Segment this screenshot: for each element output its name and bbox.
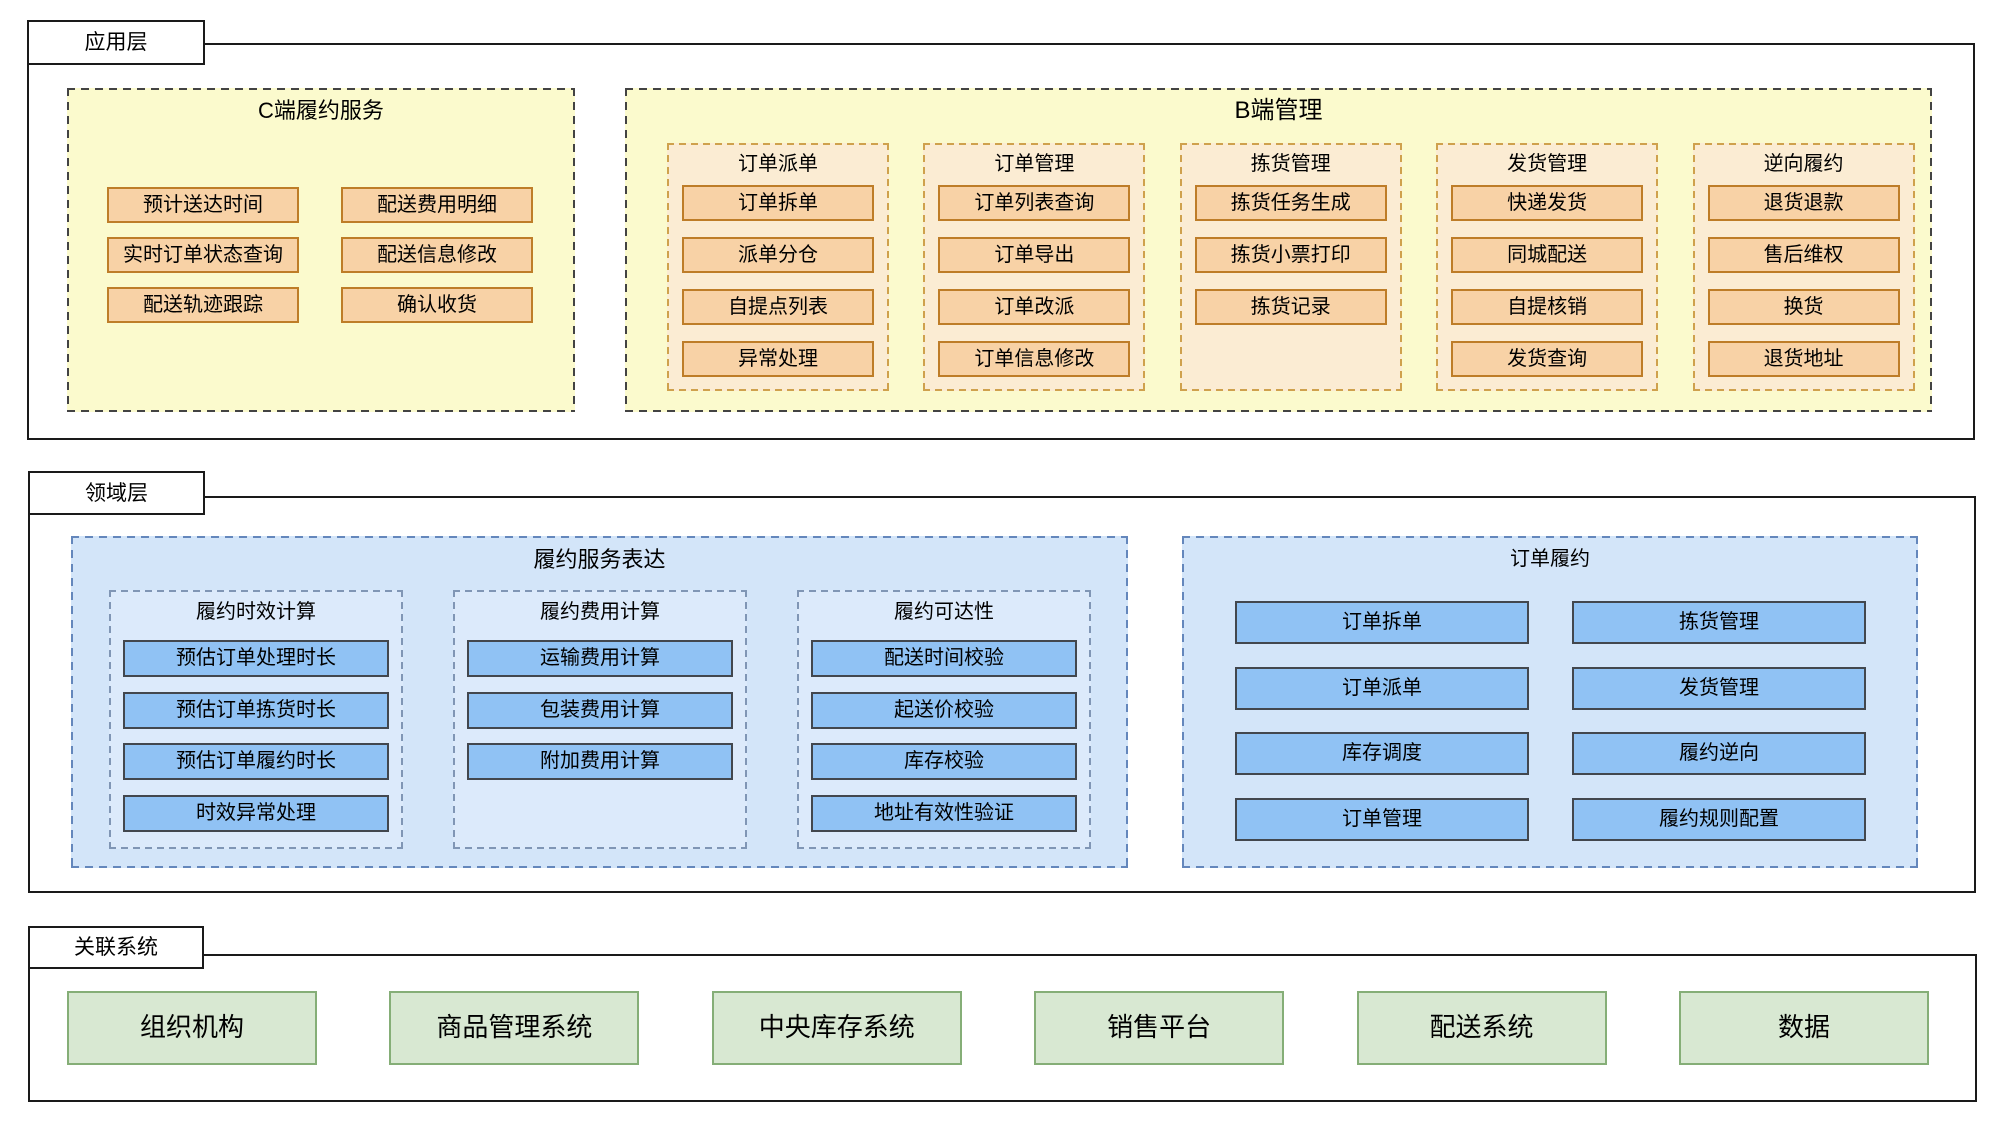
domain-item: 包装费用计算 [467,691,733,729]
order-fulfillment-item: 订单管理 [1235,797,1529,841]
layer-box-application: C端履约服务 预计送达时间 配送费用明细实时订单状态查询 配送信息修改配送轨迹跟踪 确… [27,43,1975,440]
layer-tab-application: 应用层 [27,20,205,65]
b-side-item: 拣货小票打印 [1194,237,1387,273]
subgroup-shipping-management: 发货管理 快递发货同城配送自提核销发货查询 [1436,143,1658,391]
subgroup-fulfillment-time-calc: 履约时效计算 预估订单处理时长预估订单拣货时长预估订单履约时长时效异常处理 [109,590,403,849]
subgroup-title-fulfillment-time-calc: 履约时效计算 [196,601,316,623]
b-side-item: 退货地址 [1707,341,1900,377]
subgroup-title-picking-management: 拣货管理 [1250,153,1331,175]
subgroup-title-fulfillment-reachability: 履约可达性 [894,601,994,623]
c-side-item-grid: 预计送达时间 配送费用明细实时订单状态查询 配送信息修改配送轨迹跟踪 确认收货 [107,187,533,323]
layer-tab-application-label: 应用层 [84,31,148,54]
related-system-box: 商品管理系统 [389,991,640,1065]
subgroup-title-order-management: 订单管理 [994,153,1075,175]
layer-tab-domain-label: 领域层 [85,481,148,505]
b-side-item: 订单拆单 [682,185,874,221]
subgroup-items-fulfillment-time-calc: 预估订单处理时长预估订单拣货时长预估订单履约时长时效异常处理 [123,640,389,832]
c-side-item: 配送费用明细 [341,187,533,223]
order-fulfillment-item: 订单拆单 [1235,601,1529,644]
subgroup-title-order-dispatch: 订单派单 [738,153,818,175]
subgroup-fulfillment-cost-calc: 履约费用计算 运输费用计算包装费用计算附加费用计算 [453,590,747,849]
order-fulfillment-item: 拣货管理 [1572,601,1866,644]
layer-tab-related-systems-label: 关联系统 [74,936,158,959]
order-fulfillment-item: 库存调度 [1235,732,1529,775]
b-side-item: 订单导出 [938,237,1131,273]
related-systems-row: 组织机构商品管理系统中央库存系统销售平台配送系统数据 [67,991,1929,1065]
b-side-item: 订单列表查询 [938,185,1131,221]
c-side-item: 配送轨迹跟踪 [107,287,299,323]
subgroup-title-fulfillment-cost-calc: 履约费用计算 [540,601,660,623]
subgroup-fulfillment-reachability: 履约可达性 配送时间校验起送价校验库存校验地址有效性验证 [797,590,1091,849]
c-side-item: 配送信息修改 [341,237,533,273]
subgroup-items-shipping-management: 快递发货同城配送自提核销发货查询 [1451,185,1644,377]
b-side-item: 自提核销 [1451,289,1644,325]
order-fulfillment-item: 订单派单 [1235,666,1529,710]
related-system-box: 数据 [1678,991,1929,1065]
subgroup-title-reverse-fulfillment: 逆向履约 [1763,153,1844,175]
subgroup-picking-management: 拣货管理 拣货任务生成拣货小票打印拣货记录 [1180,143,1402,391]
subgroup-items-order-management: 订单列表查询订单导出订单改派订单信息修改 [938,185,1131,377]
b-side-item: 订单改派 [938,289,1131,325]
order-fulfillment-item-grid: 订单拆单订单派单库存调度订单管理 拣货管理发货管理履约逆向履约规则配置 [1235,601,1866,841]
group-title-fulfillment-expression: 履约服务表达 [533,547,666,572]
b-side-item: 发货查询 [1451,341,1644,377]
related-system-box: 组织机构 [67,991,317,1065]
subgroup-title-shipping-management: 发货管理 [1507,153,1588,175]
b-side-columns: 订单派单 订单拆单派单分仓自提点列表异常处理 订单管理 订单列表查询订单导出订单… [667,143,1915,391]
group-order-fulfillment: 订单履约 订单拆单订单派单库存调度订单管理 拣货管理发货管理履约逆向履约规则配置 [1182,536,1918,868]
layer-tab-related-systems: 关联系统 [28,926,204,969]
b-side-item: 退货退款 [1707,185,1900,221]
c-side-item: 实时订单状态查询 [107,237,299,273]
fulfillment-expression-columns: 履约时效计算 预估订单处理时长预估订单拣货时长预估订单履约时长时效异常处理 履约… [109,590,1091,849]
subgroup-items-reverse-fulfillment: 退货退款售后维权换货退货地址 [1707,185,1900,377]
b-side-item: 快递发货 [1451,185,1644,221]
related-system-box: 中央库存系统 [711,991,962,1065]
c-side-item: 预计送达时间 [107,187,299,223]
domain-item: 配送时间校验 [811,640,1077,677]
domain-item: 起送价校验 [811,691,1077,729]
domain-item: 预估订单拣货时长 [123,691,389,729]
layer-box-domain: 履约服务表达 履约时效计算 预估订单处理时长预估订单拣货时长预估订单履约时长时效… [28,496,1976,893]
b-side-item: 售后维权 [1707,237,1900,273]
order-fulfillment-item: 发货管理 [1572,666,1866,710]
order-fulfillment-item: 履约规则配置 [1572,797,1866,841]
related-system-box: 销售平台 [1034,991,1285,1065]
subgroup-order-management: 订单管理 订单列表查询订单导出订单改派订单信息修改 [923,143,1145,391]
subgroup-items-order-dispatch: 订单拆单派单分仓自提点列表异常处理 [682,185,874,377]
group-title-c-side-service: C端履约服务 [258,98,384,123]
b-side-item: 自提点列表 [682,289,874,325]
domain-item: 地址有效性验证 [811,794,1077,832]
domain-item: 运输费用计算 [467,640,733,677]
b-side-item: 换货 [1707,289,1900,325]
subgroup-items-picking-management: 拣货任务生成拣货小票打印拣货记录 [1194,185,1387,325]
c-side-item: 确认收货 [341,287,533,323]
b-side-item: 派单分仓 [682,237,874,273]
layer-tab-domain: 领域层 [28,471,205,515]
order-fulfillment-item: 履约逆向 [1572,732,1866,775]
layer-box-related-systems: 组织机构商品管理系统中央库存系统销售平台配送系统数据 [28,954,1977,1102]
group-c-side-service: C端履约服务 预计送达时间 配送费用明细实时订单状态查询 配送信息修改配送轨迹跟踪 确… [67,88,575,412]
b-side-item: 拣货任务生成 [1194,185,1387,221]
domain-item: 时效异常处理 [123,794,389,832]
domain-item: 附加费用计算 [467,743,733,780]
group-title-order-fulfillment: 订单履约 [1510,548,1590,570]
domain-item: 预估订单处理时长 [123,640,389,677]
subgroup-reverse-fulfillment: 逆向履约 退货退款售后维权换货退货地址 [1693,143,1915,391]
related-system-box: 配送系统 [1356,991,1607,1065]
b-side-item: 拣货记录 [1194,289,1387,325]
domain-item: 预估订单履约时长 [123,743,389,780]
b-side-item: 异常处理 [682,341,874,377]
subgroup-items-fulfillment-reachability: 配送时间校验起送价校验库存校验地址有效性验证 [811,640,1077,832]
subgroup-order-dispatch: 订单派单 订单拆单派单分仓自提点列表异常处理 [667,143,889,391]
group-title-b-side-management: B端管理 [1234,97,1323,124]
b-side-item: 订单信息修改 [938,341,1131,377]
group-fulfillment-expression: 履约服务表达 履约时效计算 预估订单处理时长预估订单拣货时长预估订单履约时长时效… [71,536,1128,868]
b-side-item: 同城配送 [1451,237,1644,273]
subgroup-items-fulfillment-cost-calc: 运输费用计算包装费用计算附加费用计算 [467,640,733,780]
group-b-side-management: B端管理 订单派单 订单拆单派单分仓自提点列表异常处理 订单管理 订单列表查询订… [625,88,1932,412]
domain-item: 库存校验 [811,743,1077,780]
